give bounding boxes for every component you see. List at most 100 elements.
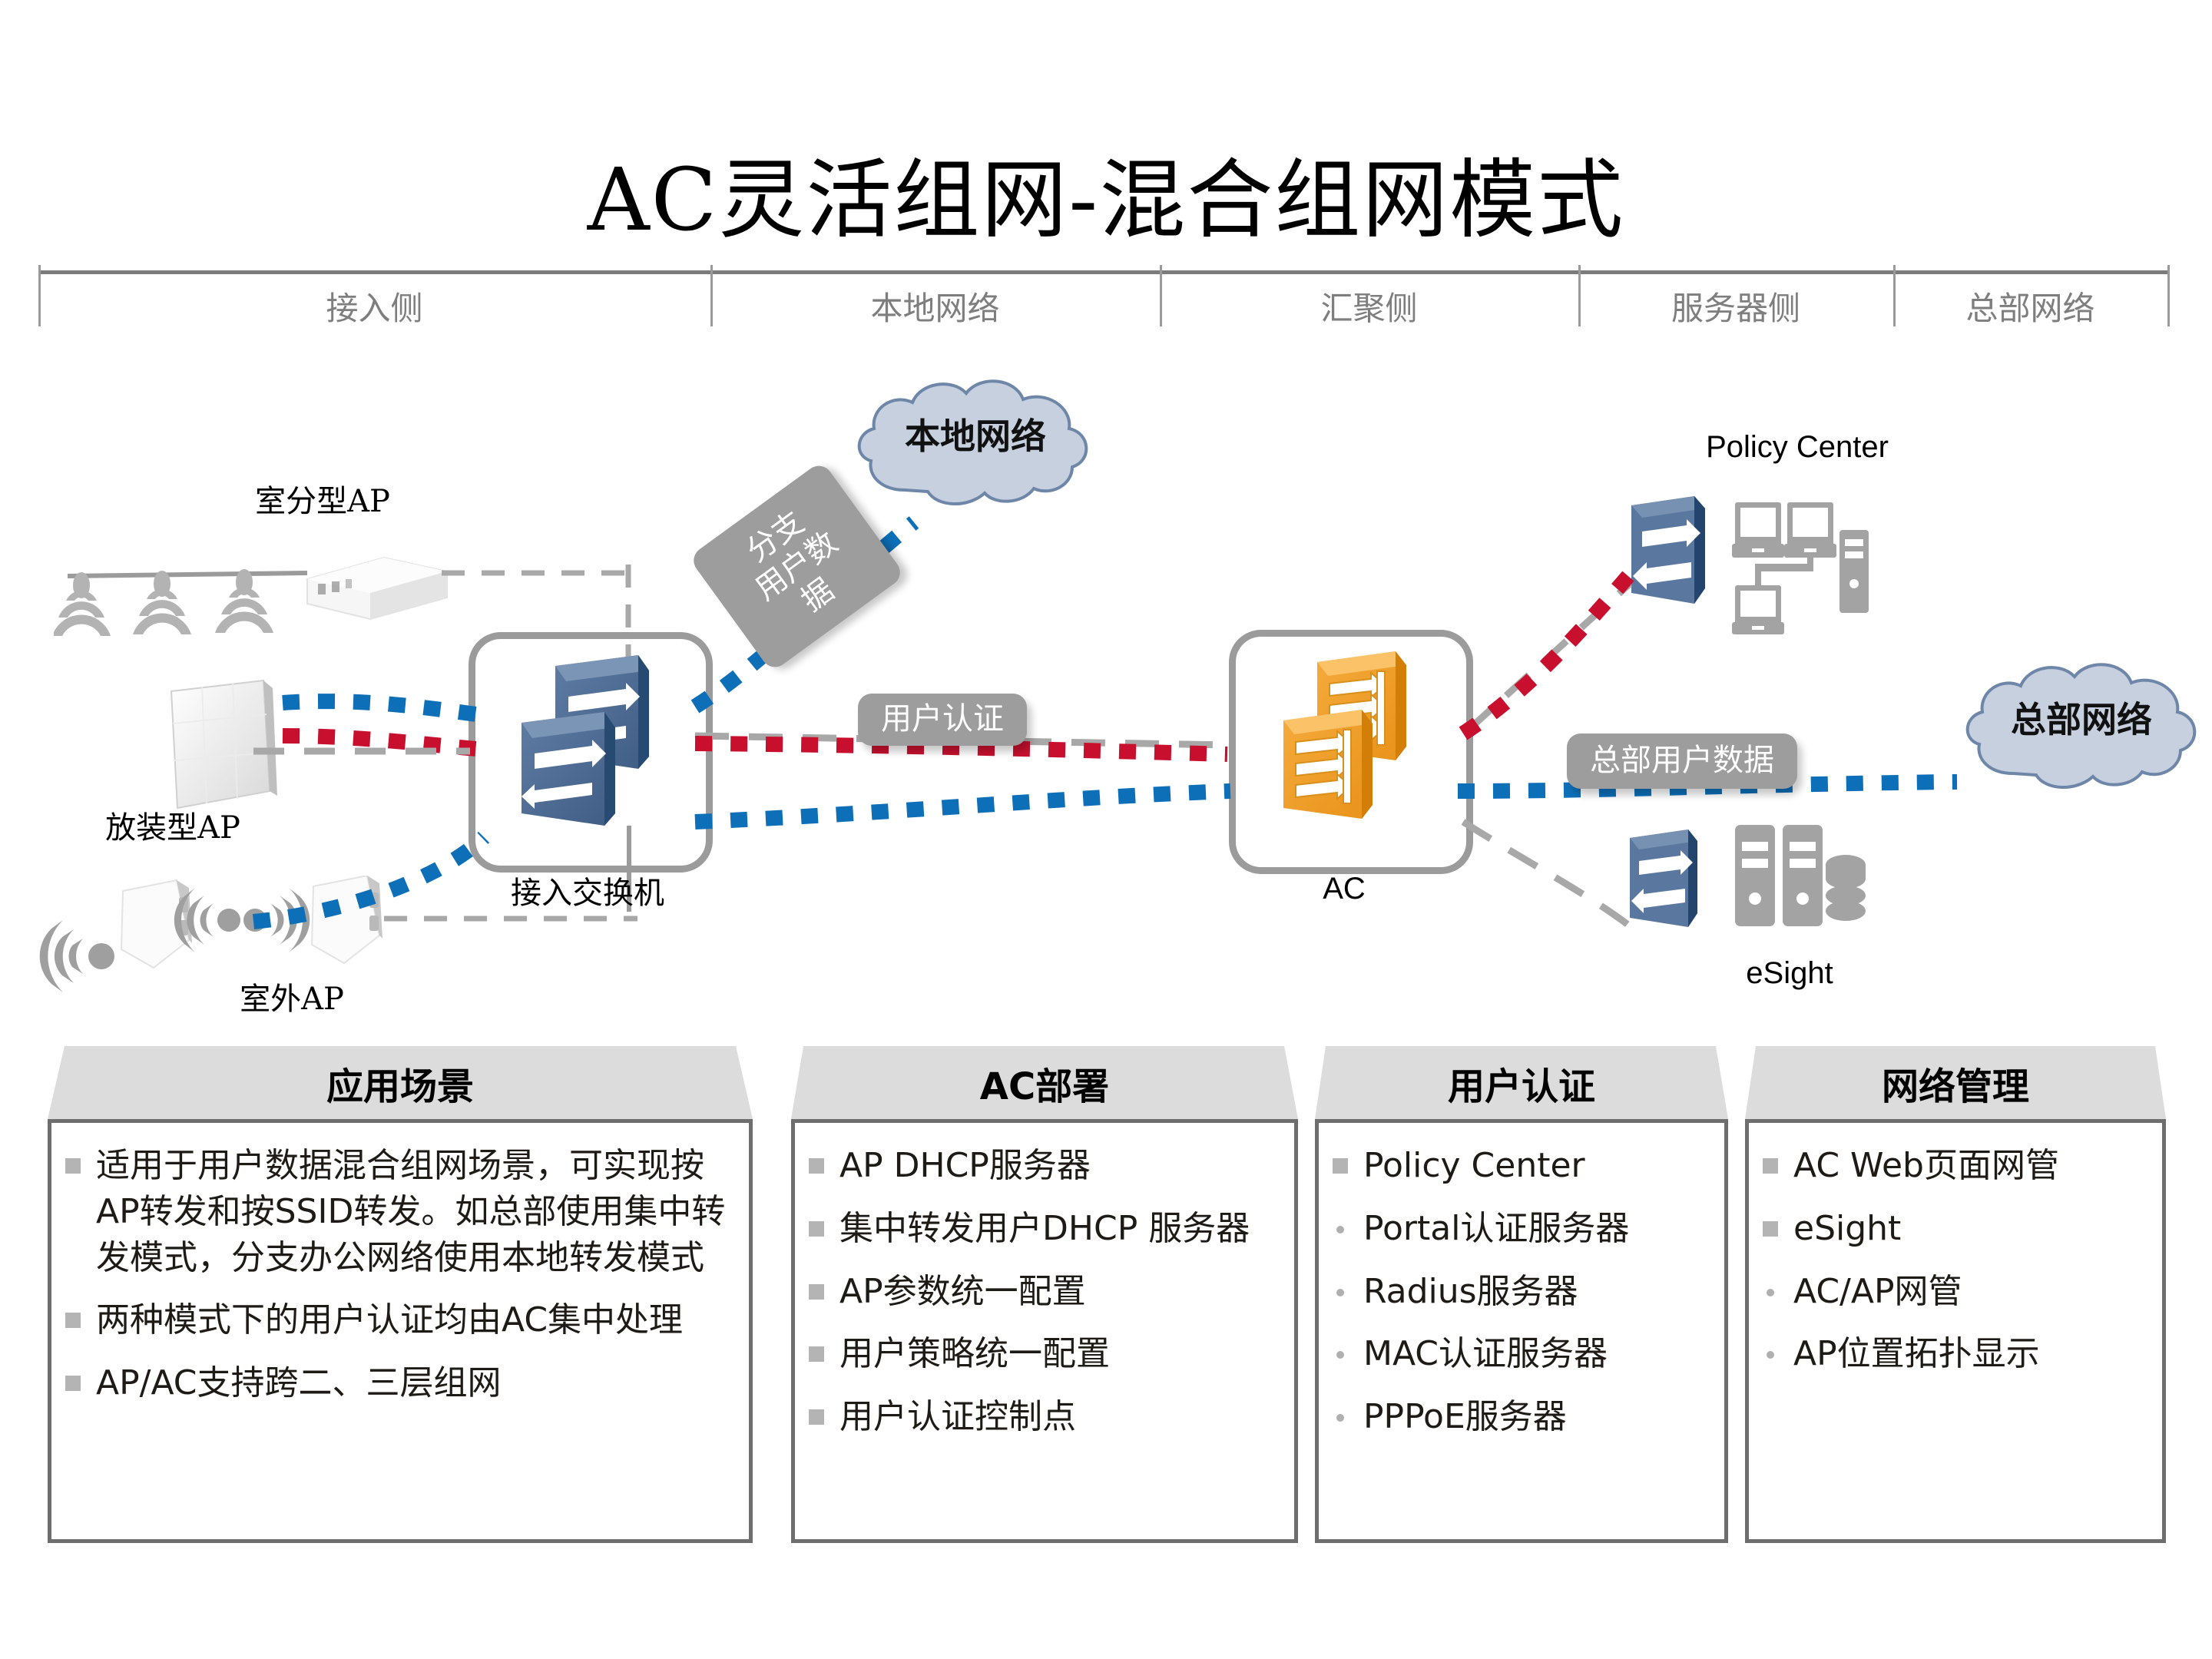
list-item: 集中转发用户DHCP 服务器	[809, 1206, 1280, 1252]
bullet-text: 两种模式下的用户认证均由AC集中处理	[96, 1300, 684, 1340]
distributed-ap-link	[442, 553, 634, 591]
policy-center-hosts-icon	[1732, 499, 1870, 637]
panel-user-authentication: 用户认证 Policy Center Portal认证服务器 Radius服务器…	[1315, 1046, 1728, 1543]
esight-label: eSight	[1746, 956, 1833, 990]
list-item: AP位置拓扑显示	[1763, 1331, 2148, 1377]
panel-network-management: 网络管理 AC Web页面网管 eSight AC/AP网管 AP位置拓扑显示	[1745, 1046, 2166, 1543]
section-label-access: 接入侧	[326, 290, 423, 327]
bullet-text: AC/AP网管	[1793, 1271, 1962, 1311]
bullet-text: 用户认证控制点	[839, 1397, 1076, 1437]
list-item: 适用于用户数据混合组网场景，可实现按AP转发和按SSID转发。如总部使用集中转发…	[65, 1143, 735, 1280]
hq-network-cloud-label: 总部网络	[2011, 699, 2152, 740]
wall-ap-label: 放装型AP	[105, 810, 240, 846]
bullet-text: 集中转发用户DHCP 服务器	[839, 1208, 1250, 1248]
panel-header-shape	[1315, 1046, 1728, 1119]
section-label-hq: 总部网络	[1965, 290, 2095, 327]
bullet-marker-dot	[1767, 1351, 1774, 1359]
list-item: AC Web页面网管	[1763, 1143, 2148, 1189]
wall-ap-icon	[157, 676, 280, 814]
bullet-text: Portal认证服务器	[1363, 1208, 1630, 1248]
distributed-ap-label: 室分型AP	[255, 484, 390, 519]
panel-header-network-management: 网络管理	[1745, 1046, 2166, 1119]
bullet-marker-square	[809, 1158, 824, 1174]
panel-header-application-scenario: 应用场景	[48, 1046, 753, 1119]
panel-header-ac-deployment: AC部署	[791, 1046, 1298, 1119]
panel-title-ac-deployment: AC部署	[979, 1065, 1110, 1108]
bullet-text: AP/AC支持跨二、三层组网	[96, 1363, 502, 1403]
panel-header-user-authentication: 用户认证	[1315, 1046, 1728, 1119]
list-item: eSight	[1763, 1206, 2148, 1252]
panel-title-application-scenario: 应用场景	[326, 1065, 474, 1108]
ac-icon	[1256, 645, 1436, 841]
list-item: AC/AP网管	[1763, 1269, 2148, 1315]
section-tick-1	[710, 265, 713, 326]
bullet-text: AP参数统一配置	[839, 1271, 1086, 1311]
section-scale-bar	[38, 270, 2170, 274]
esight-switch-icon	[1621, 826, 1705, 937]
bullet-marker-square	[809, 1283, 824, 1300]
bullet-marker-square	[809, 1409, 824, 1426]
section-tick-0	[38, 265, 41, 326]
access-switch-icon	[495, 649, 676, 841]
bullet-text: AC Web页面网管	[1793, 1146, 2059, 1185]
local-network-cloud: 本地网络	[845, 376, 1106, 515]
distributed-ap-group	[52, 553, 453, 691]
bullet-marker-square	[1333, 1158, 1348, 1174]
bullet-text: AP位置拓扑显示	[1793, 1334, 2040, 1374]
bullet-text: Policy Center	[1363, 1146, 1585, 1185]
section-label-server: 服务器侧	[1671, 290, 1800, 327]
section-label-aggregation: 汇聚侧	[1320, 290, 1418, 327]
panel-header-shape	[791, 1046, 1298, 1119]
list-item: 用户策略统一配置	[809, 1331, 1280, 1377]
list-item: Portal认证服务器	[1333, 1206, 1710, 1252]
user-auth-tag: 用户认证	[858, 694, 1027, 746]
bullet-marker-dot	[1336, 1225, 1344, 1233]
bullet-marker-square	[1763, 1220, 1778, 1237]
bullet-marker-square	[65, 1376, 81, 1392]
hq-user-data-tag: 总部用户数据	[1567, 733, 1797, 789]
bullet-marker-dot	[1336, 1351, 1344, 1359]
distributed-ap-link-down	[622, 565, 637, 657]
panel-title-network-management: 网络管理	[1881, 1065, 2029, 1108]
policy-center-switch-icon	[1621, 492, 1713, 614]
ac-label: AC	[1323, 872, 1366, 906]
list-item: 两种模式下的用户认证均由AC集中处理	[65, 1297, 735, 1343]
bullet-marker-square	[1763, 1158, 1778, 1174]
page-title: AC灵活组网-混合组网模式	[587, 151, 1625, 250]
panel-ac-deployment: AC部署 AP DHCP服务器 集中转发用户DHCP 服务器 AP参数统一配置 …	[791, 1046, 1298, 1543]
bullet-text: eSight	[1793, 1208, 1902, 1248]
panel-header-shape	[48, 1046, 753, 1119]
bullet-text: 用户策略统一配置	[839, 1334, 1110, 1374]
bullet-text: Radius服务器	[1363, 1271, 1578, 1311]
section-tick-3	[1578, 265, 1581, 326]
bullet-text: MAC认证服务器	[1363, 1334, 1608, 1374]
access-switch-label: 接入交换机	[511, 876, 664, 911]
outdoor-ap-label: 室外AP	[240, 982, 344, 1017]
list-item: AP/AC支持跨二、三层组网	[65, 1360, 735, 1406]
section-label-local-network: 本地网络	[870, 290, 1000, 327]
section-tick-4	[1893, 265, 1896, 326]
bullet-text: PPPoE服务器	[1363, 1397, 1567, 1437]
panel-body-user-authentication: Policy Center Portal认证服务器 Radius服务器 MAC认…	[1315, 1119, 1728, 1543]
panel-application-scenario: 应用场景 适用于用户数据混合组网场景，可实现按AP转发和按SSID转发。如总部使…	[48, 1046, 753, 1543]
list-item: Radius服务器	[1333, 1269, 1710, 1315]
local-network-cloud-label: 本地网络	[905, 416, 1046, 457]
list-item: 用户认证控制点	[809, 1394, 1280, 1440]
esight-servers-icon	[1732, 822, 1866, 937]
bullet-marker-square	[65, 1158, 81, 1174]
section-tick-2	[1160, 265, 1162, 326]
list-item: AP参数统一配置	[809, 1269, 1280, 1315]
bullet-marker-square	[809, 1220, 824, 1237]
panel-body-ac-deployment: AP DHCP服务器 集中转发用户DHCP 服务器 AP参数统一配置 用户策略统…	[791, 1119, 1298, 1543]
panel-body-application-scenario: 适用于用户数据混合组网场景，可实现按AP转发和按SSID转发。如总部使用集中转发…	[48, 1119, 753, 1543]
bullet-text: 适用于用户数据混合组网场景，可实现按AP转发和按SSID转发。如总部使用集中转发…	[96, 1146, 726, 1277]
user-auth-tag-label: 用户认证	[881, 701, 1004, 737]
policy-center-label: Policy Center	[1706, 430, 1889, 464]
list-item: Policy Center	[1333, 1143, 1710, 1189]
list-item: MAC认证服务器	[1333, 1331, 1710, 1377]
bullet-marker-dot	[1336, 1414, 1344, 1422]
panel-body-network-management: AC Web页面网管 eSight AC/AP网管 AP位置拓扑显示	[1745, 1119, 2166, 1543]
bullet-marker-dot	[1767, 1288, 1774, 1296]
list-item: PPPoE服务器	[1333, 1394, 1710, 1440]
ac-group-box	[1229, 630, 1473, 874]
